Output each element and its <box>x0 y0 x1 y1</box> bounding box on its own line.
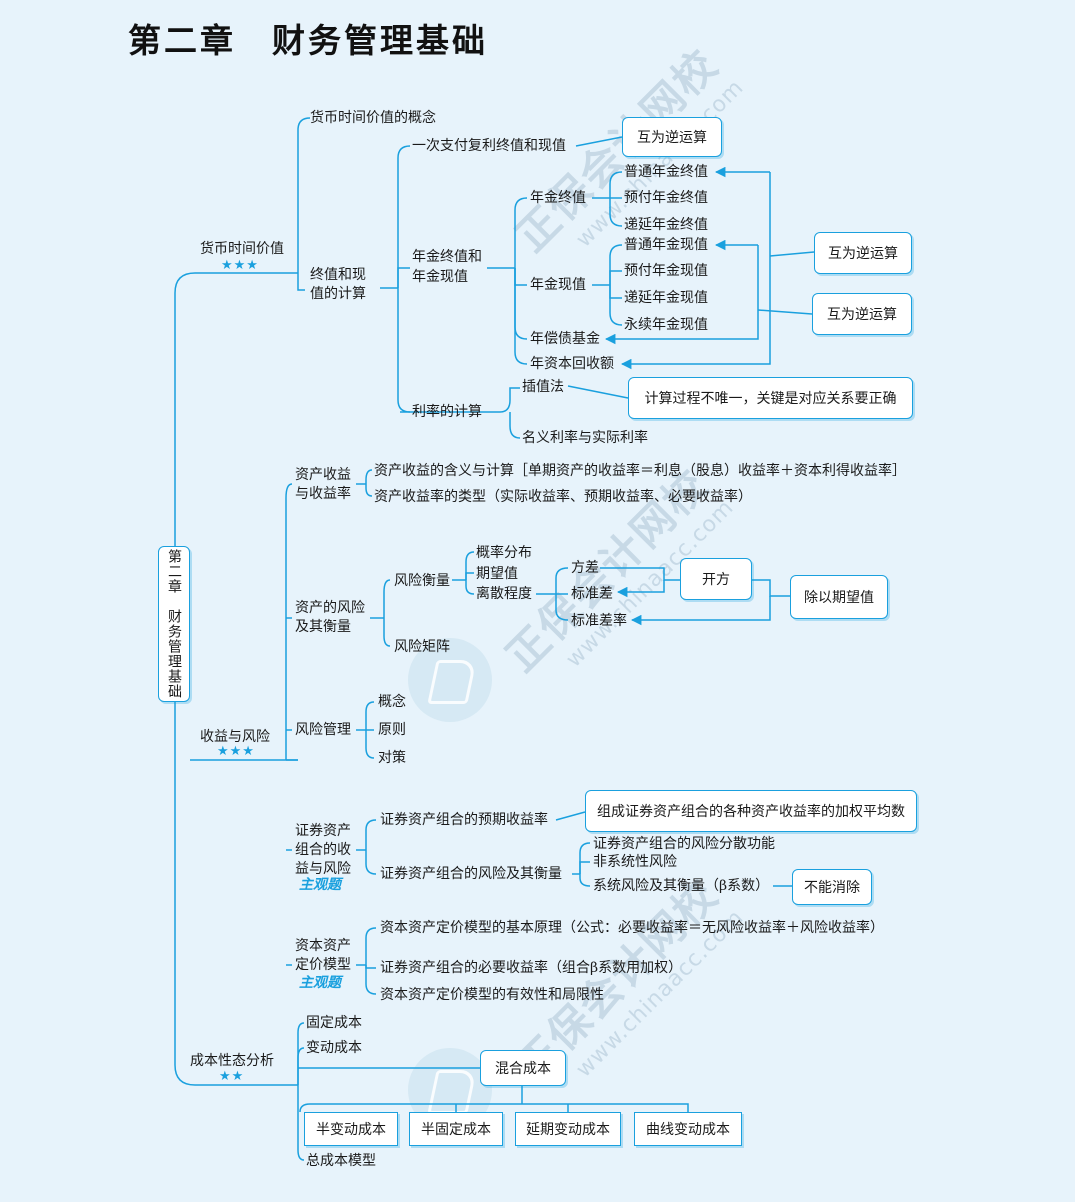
total-cost-model: 总成本模型 <box>306 1153 376 1169</box>
pv-item: 预付年金现值 <box>624 263 708 279</box>
port-risk-item: 非系统性风险 <box>593 854 677 870</box>
subjective-tag: 主观题 <box>299 877 341 893</box>
inverse-note-box: 互为逆运算 <box>622 117 722 157</box>
risk-mgmt: 风险管理 <box>295 722 351 738</box>
interpolation: 插值法 <box>522 379 564 395</box>
tvm-concept: 货币时间价值的概念 <box>310 110 436 126</box>
interp-note-box: 计算过程不唯一，关键是对应关系要正确 <box>628 377 913 419</box>
capm-item: 证券资产组合的必要收益率（组合β系数用加权） <box>380 960 683 976</box>
star-rating-icon: ★★ <box>219 1069 245 1084</box>
port-risk: 证券资产组合的风险及其衡量 <box>380 866 562 882</box>
cost-item: 固定成本 <box>306 1015 362 1031</box>
mixed-cost-type: 延期变动成本 <box>515 1112 621 1146</box>
risk-matrix: 风险矩阵 <box>394 639 450 655</box>
annuity-pv: 年金现值 <box>530 277 586 293</box>
tvm-lump-sum: 一次支付复利终值和现值 <box>412 138 566 154</box>
disp-item: 标准差率 <box>571 613 627 629</box>
risk-portfolio: 证券资产组合的收益与风险 <box>295 823 351 877</box>
pv-item: 递延年金现值 <box>624 290 708 306</box>
fv-item: 普通年金终值 <box>624 164 708 180</box>
sinking-fund: 年偿债基金 <box>530 331 600 347</box>
tvm-annuity: 年金终值和年金现值 <box>412 249 482 285</box>
measure-item: 概率分布 <box>476 545 532 561</box>
subjective-tag: 主观题 <box>299 975 341 991</box>
pv-item: 普通年金现值 <box>624 237 708 253</box>
tvm-calc: 终值和现值的计算 <box>310 267 366 302</box>
nominal-rate: 名义利率与实际利率 <box>522 430 648 446</box>
mgmt-item: 原则 <box>378 722 406 738</box>
cost-item: 变动成本 <box>306 1040 362 1056</box>
page-title: 第二章 财务管理基础 <box>128 21 488 60</box>
disp-item: 方差 <box>571 560 599 576</box>
capital-recovery: 年资本回收额 <box>530 356 614 372</box>
branch-risk-label: 收益与风险 <box>200 729 270 745</box>
measure-item: 期望值 <box>476 566 518 582</box>
risk-measure: 风险衡量 <box>394 573 450 589</box>
pv-item: 永续年金现值 <box>624 317 708 333</box>
branch-cost-label: 成本性态分析 <box>190 1053 274 1069</box>
risk-capm: 资本资产定价模型 <box>295 938 351 973</box>
star-rating-icon: ★★★ <box>221 258 259 273</box>
ret-item: 资产收益率的类型（实际收益率、预期收益率、必要收益率） <box>374 489 752 505</box>
risk-ret: 资产收益与收益率 <box>295 467 351 502</box>
port-expected: 证券资产组合的预期收益率 <box>380 812 548 828</box>
mixed-cost-type: 半变动成本 <box>304 1112 398 1146</box>
mixed-cost-type: 半固定成本 <box>409 1112 503 1146</box>
tvm-rate: 利率的计算 <box>412 404 482 420</box>
sqrt-note-box: 开方 <box>680 558 752 600</box>
annuity-fv: 年金终值 <box>530 190 586 206</box>
port-risk-item: 证券资产组合的风险分散功能 <box>593 836 775 852</box>
divide-note-box: 除以期望值 <box>790 575 888 619</box>
branch-tvm-label: 货币时间价值 <box>200 241 284 257</box>
cannot-eliminate-box: 不能消除 <box>792 869 872 905</box>
mgmt-item: 对策 <box>378 750 406 766</box>
star-rating-icon: ★★★ <box>217 744 255 759</box>
capm-item: 资本资产定价模型的有效性和局限性 <box>380 987 604 1003</box>
mixed-cost-type: 曲线变动成本 <box>634 1112 742 1146</box>
ret-item: 资产收益的含义与计算［单期资产的收益率＝利息（股息）收益率＋资本利得收益率］ <box>374 463 906 479</box>
risk-asset: 资产的风险及其衡量 <box>295 600 365 635</box>
capm-item: 资本资产定价模型的基本原理（公式：必要收益率＝无风险收益率＋风险收益率） <box>380 920 884 936</box>
fv-item: 递延年金终值 <box>624 217 708 233</box>
inverse-note-box: 互为逆运算 <box>812 293 912 335</box>
measure-item: 离散程度 <box>476 586 532 602</box>
port-risk-item: 系统风险及其衡量（β系数） <box>593 878 770 894</box>
inverse-note-box: 互为逆运算 <box>814 232 912 274</box>
mixed-cost-box: 混合成本 <box>480 1050 566 1086</box>
disp-item: 标准差 <box>571 586 613 602</box>
root-node: 第二章 财务管理基础 <box>158 546 190 702</box>
mgmt-item: 概念 <box>378 694 406 710</box>
fv-item: 预付年金终值 <box>624 190 708 206</box>
weighted-avg-note-box: 组成证券资产组合的各种资产收益率的加权平均数 <box>585 790 917 832</box>
